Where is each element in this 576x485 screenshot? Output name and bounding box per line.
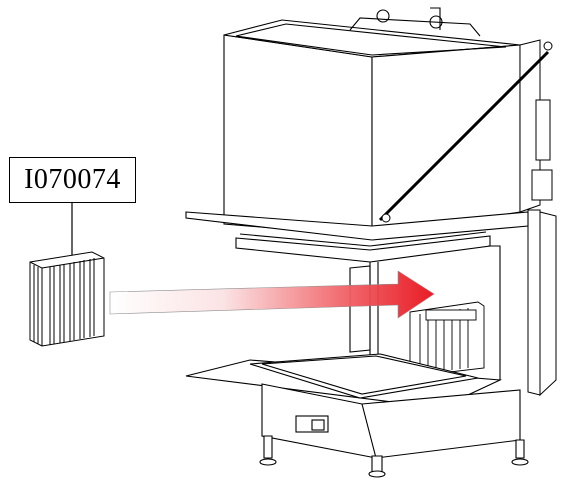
red-arrow-icon — [109, 270, 435, 319]
brick-part-icon — [29, 251, 105, 347]
part-number-label: I070074 — [9, 157, 136, 203]
stove-hood — [223, 7, 521, 237]
stove-base — [185, 353, 529, 478]
side-frame — [378, 39, 557, 397]
